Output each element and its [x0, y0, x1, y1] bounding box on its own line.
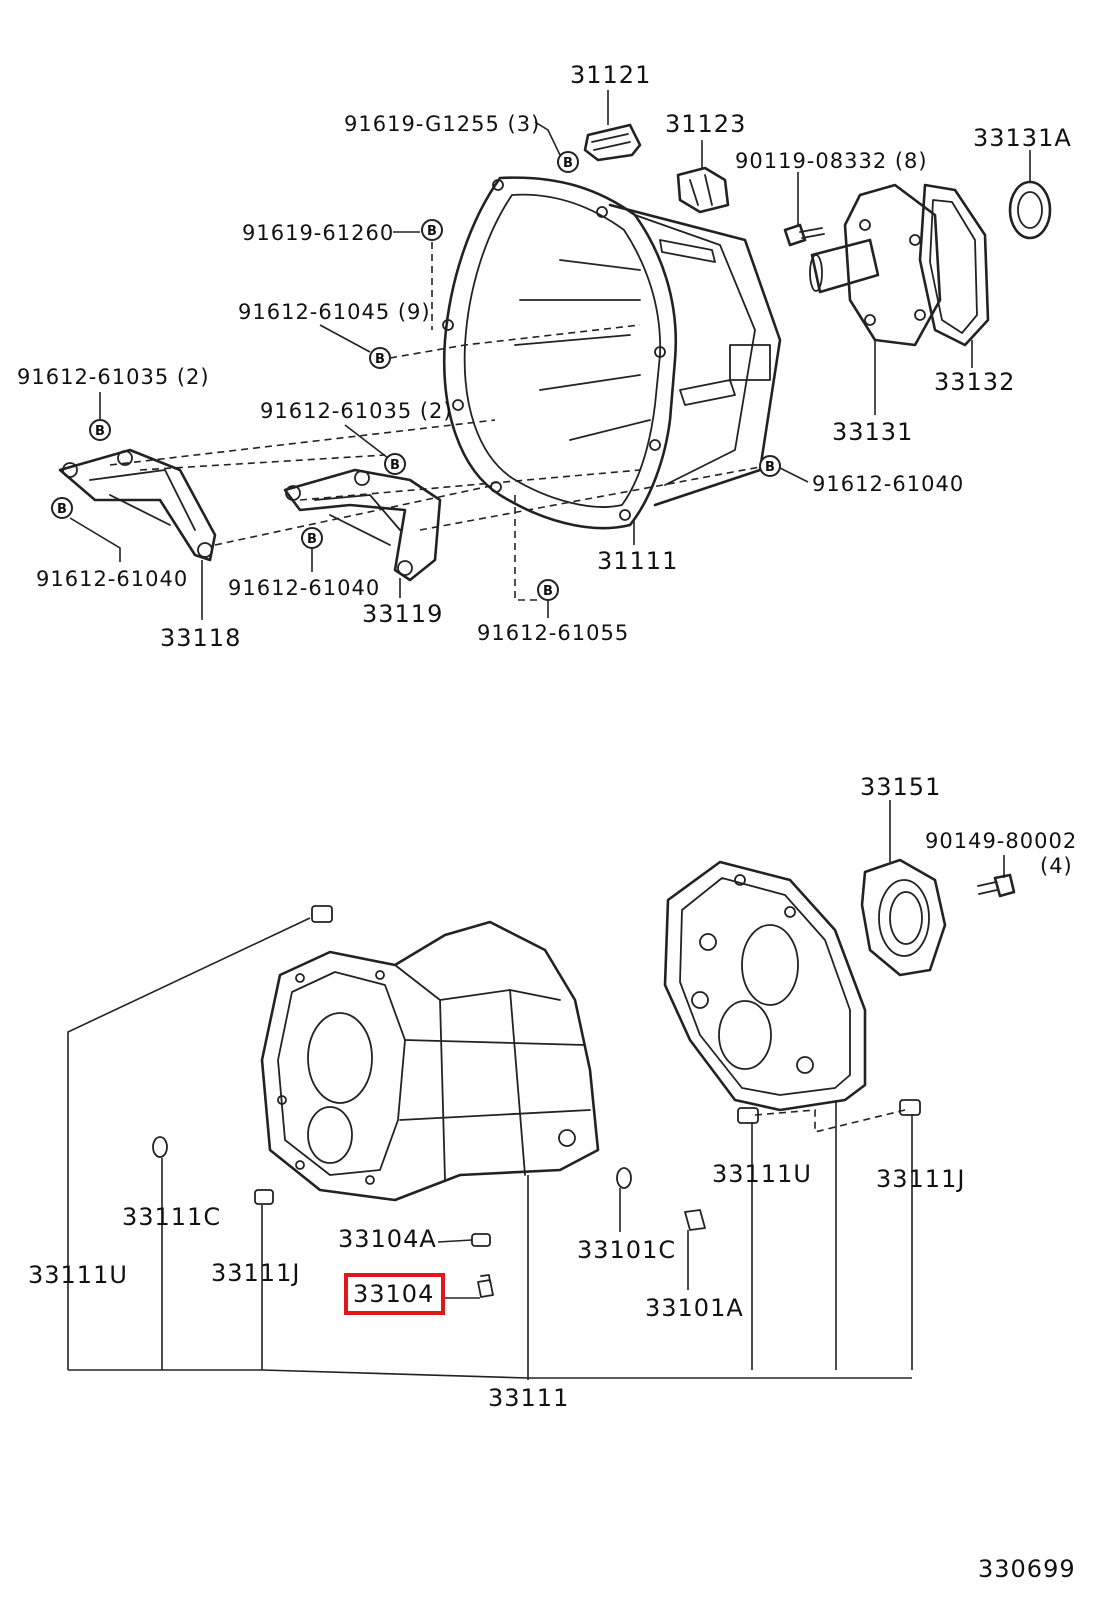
svg-text:B: B: [375, 352, 385, 367]
label-33131: 33131: [832, 418, 913, 446]
gasket-33101c: [616, 1167, 632, 1189]
label-31111: 31111: [597, 547, 678, 575]
svg-text:B: B: [390, 458, 400, 473]
label-91612-61040-left: 91612-61040: [36, 567, 188, 591]
bolt-marker-91612-61040-right: B: [759, 455, 781, 477]
label-33104a: 33104A: [338, 1225, 437, 1253]
bolt-marker-91612-61040-mid: B: [301, 527, 323, 549]
bolt-marker-91612-61055: B: [537, 579, 559, 601]
lower-leader-lines: [67, 800, 1005, 1380]
label-91619-g1255: 91619-G1255 (3): [344, 112, 540, 136]
label-33151: 33151: [860, 773, 941, 801]
bolt-marker-91619-61260: B: [421, 219, 443, 241]
bolt-90119-08332: [783, 223, 825, 247]
label-33101a: 33101A: [645, 1294, 744, 1322]
plug-33111c: [152, 1136, 168, 1158]
label-33101c: 33101C: [577, 1236, 676, 1264]
bolt-marker-91612-61040-left: B: [51, 497, 73, 519]
label-33104: 33104: [353, 1280, 434, 1308]
svg-text:B: B: [563, 156, 573, 171]
label-33111j-left: 33111J: [211, 1259, 300, 1287]
plug-33104: [477, 1274, 494, 1298]
bolt-marker-91619-g1255: B: [557, 151, 579, 173]
label-33111u-right: 33111U: [712, 1160, 812, 1188]
svg-text:B: B: [427, 224, 437, 239]
plug-33101a: [684, 1209, 706, 1231]
cover-31121: [583, 123, 642, 162]
plug-33104a: [471, 1233, 491, 1247]
label-33131a: 33131A: [973, 124, 1072, 152]
svg-text:B: B: [307, 532, 317, 547]
label-91612-61040-mid: 91612-61040: [228, 576, 380, 600]
bracket-33118: [58, 448, 217, 562]
bolt-marker-91612-61035-left: B: [89, 419, 111, 441]
bracket-33119: [283, 468, 442, 582]
label-33111c: 33111C: [122, 1203, 221, 1231]
retainer-33151: [860, 858, 947, 977]
label-90149-80002: 90149-80002: [925, 829, 1077, 853]
label-31121: 31121: [570, 61, 651, 89]
bolt-90149-80002: [977, 873, 1016, 898]
label-33119: 33119: [362, 600, 443, 628]
label-91619-61260: 91619-61260: [242, 221, 394, 245]
pin-33111u-top: [311, 905, 333, 923]
label-33111u-left: 33111U: [28, 1261, 128, 1289]
svg-text:B: B: [95, 424, 105, 439]
label-90119-08332: 90119-08332 (8): [735, 149, 928, 173]
label-33111: 33111: [488, 1384, 569, 1412]
upper-leader-lines: [69, 90, 1031, 620]
svg-text:B: B: [765, 460, 775, 475]
label-33132: 33132: [934, 368, 1015, 396]
pin-33111j-right: [899, 1099, 921, 1116]
label-diagram-number: 330699: [978, 1555, 1076, 1583]
bell-housing-31111: [442, 176, 782, 530]
transmission-case-33111: [260, 920, 600, 1202]
label-33111j-right: 33111J: [876, 1165, 965, 1193]
label-31123: 31123: [665, 110, 746, 138]
boot-31123: [676, 166, 730, 214]
oil-seal-33131a: [1008, 180, 1052, 240]
label-33118: 33118: [160, 624, 241, 652]
highlight-box-33104: [344, 1273, 445, 1315]
bearing-retainer-33131: [809, 183, 942, 347]
pin-33111u-right: [737, 1107, 759, 1124]
label-91612-61055: 91612-61055: [477, 621, 629, 645]
svg-text:B: B: [57, 502, 67, 517]
pin-33111j-left: [254, 1189, 274, 1205]
bolt-marker-91612-61045: B: [369, 347, 391, 369]
label-91612-61045: 91612-61045 (9): [238, 300, 431, 324]
label-91612-61040-right: 91612-61040: [812, 472, 964, 496]
bolt-marker-91612-61035-mid: B: [384, 453, 406, 475]
label-91612-61035-left: 91612-61035 (2): [17, 365, 210, 389]
gasket-33132: [918, 183, 990, 347]
label-90149-quantity: (4): [1040, 854, 1073, 878]
label-91612-61035-mid: 91612-61035 (2): [260, 399, 453, 423]
intermediate-plate: [663, 860, 867, 1112]
svg-text:B: B: [543, 584, 553, 599]
